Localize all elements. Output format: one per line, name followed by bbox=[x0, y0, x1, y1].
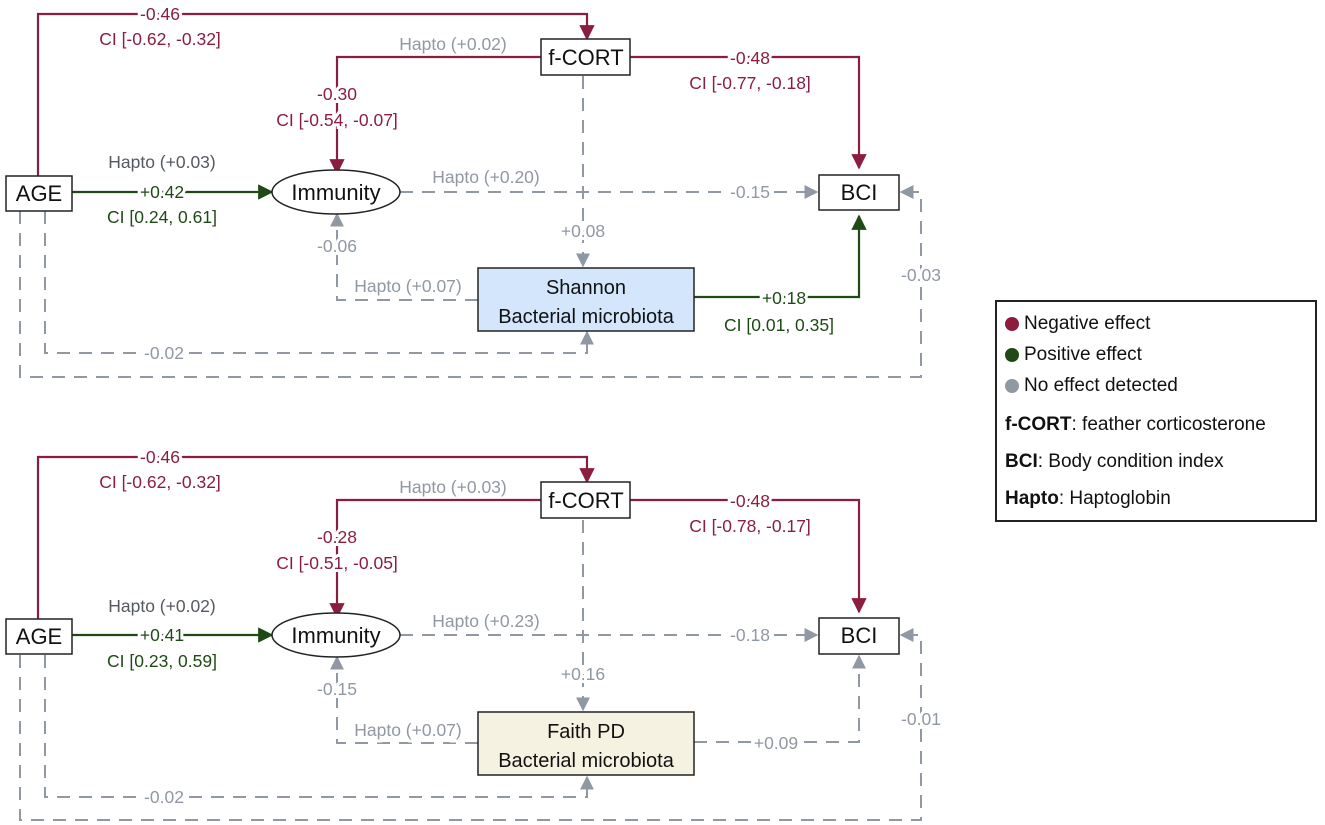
edge-age-fcort bbox=[36, 12, 595, 176]
ci-micro-bci: CI [0.01, 0.35] bbox=[724, 315, 834, 335]
coef-fcort-immunity: -0.30 bbox=[317, 84, 357, 104]
age-label: AGE bbox=[16, 181, 62, 206]
legend-def-desc: : Haptoglobin bbox=[1058, 488, 1171, 509]
edge-micro-bci bbox=[694, 214, 867, 299]
panel-faith-pd: AGE f-CORT Immunity BCI Faith PD Bacteri… bbox=[5, 444, 944, 821]
ci-fcort-immunity: CI [-0.54, -0.07] bbox=[276, 110, 398, 130]
legend-positive-label: Positive effect bbox=[1024, 344, 1142, 365]
hapto-micro-immunity: Hapto (+0.07) bbox=[354, 276, 462, 296]
ci-fcort-immunity: CI [-0.51, -0.05] bbox=[276, 553, 398, 573]
microbiota-metric-label: Faith PD bbox=[547, 721, 625, 743]
legend-none-label: No effect detected bbox=[1024, 375, 1178, 396]
ci-fcort-bci: CI [-0.78, -0.17] bbox=[689, 516, 811, 536]
legend-def-term: Hapto bbox=[1005, 488, 1059, 509]
edge-age-micro bbox=[44, 211, 594, 354]
age-node bbox=[5, 618, 73, 655]
edge-fcort-immunity bbox=[329, 498, 541, 619]
shannon-microbiota-node bbox=[477, 267, 695, 332]
immunity-label: Immunity bbox=[291, 180, 380, 205]
legend-negative-label: Negative effect bbox=[1024, 313, 1151, 334]
coef-age-micro: -0.02 bbox=[144, 787, 184, 807]
legend-item-none: No effect detected bbox=[1005, 374, 1178, 398]
coef-age-micro: -0.02 bbox=[144, 343, 184, 363]
no-effect-dot-icon bbox=[1005, 379, 1019, 393]
coef-immunity-bci: -0.15 bbox=[730, 182, 770, 202]
coef-age-fcort: -0.46 bbox=[140, 447, 180, 467]
ci-age-fcort: CI [-0.62, -0.32] bbox=[99, 29, 221, 49]
coef-fcort-micro: +0.16 bbox=[561, 664, 605, 684]
immunity-node bbox=[271, 169, 401, 215]
negative-dot-icon bbox=[1005, 317, 1019, 331]
edge-micro-bci bbox=[694, 654, 866, 743]
coef-fcort-immunity: -0.28 bbox=[317, 527, 357, 547]
bci-node bbox=[818, 617, 900, 655]
edge-micro-immunity bbox=[330, 212, 478, 301]
ci-age-immunity: CI [0.23, 0.59] bbox=[107, 651, 217, 671]
age-node bbox=[5, 175, 73, 212]
hapto-age-immunity: Hapto (+0.03) bbox=[108, 152, 216, 172]
age-label: AGE bbox=[16, 624, 62, 649]
coef-micro-bci: +0.09 bbox=[754, 733, 798, 753]
ci-age-fcort: CI [-0.62, -0.32] bbox=[99, 472, 221, 492]
edge-fcort-bci bbox=[630, 498, 867, 614]
edge-age-micro bbox=[44, 655, 594, 798]
coef-fcort-bci: -0.48 bbox=[730, 491, 770, 511]
coef-age-immunity: +0.41 bbox=[140, 625, 184, 645]
immunity-label: Immunity bbox=[291, 623, 380, 648]
edge-micro-immunity bbox=[330, 655, 478, 744]
hapto-immunity-bci: Hapto (+0.20) bbox=[432, 167, 540, 187]
microbiota-metric-label: Shannon bbox=[546, 277, 626, 299]
microbiota-label: Bacterial microbiota bbox=[498, 750, 675, 772]
coef-immunity-bci: -0.18 bbox=[730, 625, 770, 645]
edge-fcort-immunity bbox=[329, 55, 541, 175]
coef-micro-bci: +0.18 bbox=[762, 288, 806, 308]
fcort-label: f-CORT bbox=[548, 45, 623, 70]
legend-def-hapto: Hapto: Haptoglobin bbox=[1005, 487, 1171, 511]
legend-def-fcort: f-CORT: feather corticosterone bbox=[1005, 413, 1266, 437]
bci-label: BCI bbox=[841, 623, 878, 648]
edge-age-bci bbox=[19, 185, 922, 378]
legend-def-term: BCI bbox=[1005, 451, 1038, 472]
legend: Negative effect Positive effect No effec… bbox=[995, 300, 1317, 522]
coef-micro-immunity: -0.15 bbox=[317, 679, 357, 699]
legend-def-bci: BCI: Body condition index bbox=[1005, 450, 1224, 474]
coef-age-bci: -0.01 bbox=[901, 709, 941, 729]
legend-def-term: f-CORT bbox=[1005, 414, 1072, 435]
hapto-age-immunity: Hapto (+0.02) bbox=[108, 596, 216, 616]
legend-item-negative: Negative effect bbox=[1005, 312, 1150, 336]
fcort-label: f-CORT bbox=[548, 488, 623, 513]
ci-fcort-bci: CI [-0.77, -0.18] bbox=[689, 73, 811, 93]
coef-age-fcort: -0.46 bbox=[140, 4, 180, 24]
edge-age-fcort bbox=[36, 455, 595, 620]
ci-age-immunity: CI [0.24, 0.61] bbox=[107, 207, 217, 227]
bci-label: BCI bbox=[841, 180, 878, 205]
fcort-node bbox=[540, 481, 631, 519]
immunity-node bbox=[271, 612, 401, 658]
hapto-immunity-bci: Hapto (+0.23) bbox=[432, 611, 540, 631]
edge-fcort-bci bbox=[630, 55, 867, 170]
bci-node bbox=[818, 174, 900, 211]
hapto-fcort-immunity: Hapto (+0.03) bbox=[399, 477, 507, 497]
positive-dot-icon bbox=[1005, 348, 1019, 362]
coef-fcort-bci: -0.48 bbox=[730, 48, 770, 68]
faith-pd-microbiota-node bbox=[477, 711, 695, 776]
coef-age-immunity: +0.42 bbox=[140, 182, 184, 202]
panel-shannon: AGE f-CORT Immunity BCI Shannon Bacteria… bbox=[5, 1, 944, 378]
edge-age-bci bbox=[19, 628, 922, 821]
hapto-fcort-immunity: Hapto (+0.02) bbox=[399, 34, 507, 54]
fcort-node bbox=[540, 38, 631, 76]
legend-def-desc: : Body condition index bbox=[1037, 451, 1224, 472]
coef-fcort-micro: +0.08 bbox=[561, 221, 605, 241]
coef-micro-immunity: -0.06 bbox=[317, 236, 357, 256]
coef-age-bci: -0.03 bbox=[901, 265, 941, 285]
legend-item-positive: Positive effect bbox=[1005, 343, 1142, 367]
microbiota-label: Bacterial microbiota bbox=[498, 306, 675, 328]
legend-def-desc: : feather corticosterone bbox=[1071, 414, 1266, 435]
hapto-micro-immunity: Hapto (+0.07) bbox=[354, 720, 462, 740]
